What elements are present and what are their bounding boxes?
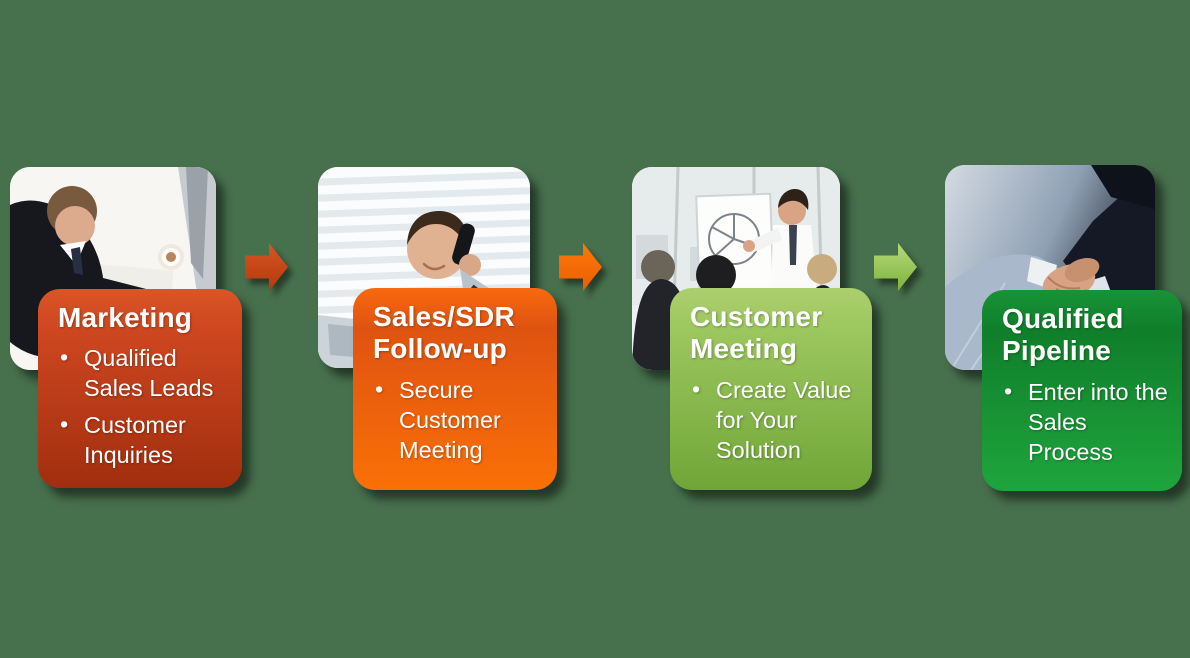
stage-title: Sales/SDR Follow-up (373, 301, 515, 365)
arrow-right-icon (559, 242, 603, 292)
stage-bullet-list: Secure Customer Meeting (373, 375, 543, 466)
arrow-right-icon (874, 242, 918, 292)
customer-meeting-stage-card: Customer Meeting Create Value for Your S… (670, 288, 872, 490)
stage-bullet: Qualified Sales Leads (58, 343, 228, 404)
stage-bullet: Enter into the Sales Process (1002, 377, 1168, 468)
stage-bullet: Secure Customer Meeting (373, 375, 543, 466)
stage-bullet-list: Qualified Sales Leads Customer Inquiries (58, 343, 228, 471)
stage-title: Marketing (58, 302, 193, 333)
stage-bullet-list: Enter into the Sales Process (1002, 377, 1168, 468)
stage-bullet: Create Value for Your Solution (690, 375, 858, 466)
sales-sdr-stage-card: Sales/SDR Follow-up Secure Customer Meet… (353, 288, 557, 490)
stage-bullet-list: Create Value for Your Solution (690, 375, 858, 466)
marketing-stage-card: Marketing Qualified Sales Leads Customer… (38, 289, 242, 488)
stage-title: Customer Meeting (690, 301, 823, 365)
stage-bullet: Customer Inquiries (58, 410, 228, 471)
arrow-right-icon (245, 242, 289, 292)
qualified-pipeline-stage-card: Qualified Pipeline Enter into the Sales … (982, 290, 1182, 491)
stage-title: Qualified Pipeline (1002, 303, 1124, 367)
